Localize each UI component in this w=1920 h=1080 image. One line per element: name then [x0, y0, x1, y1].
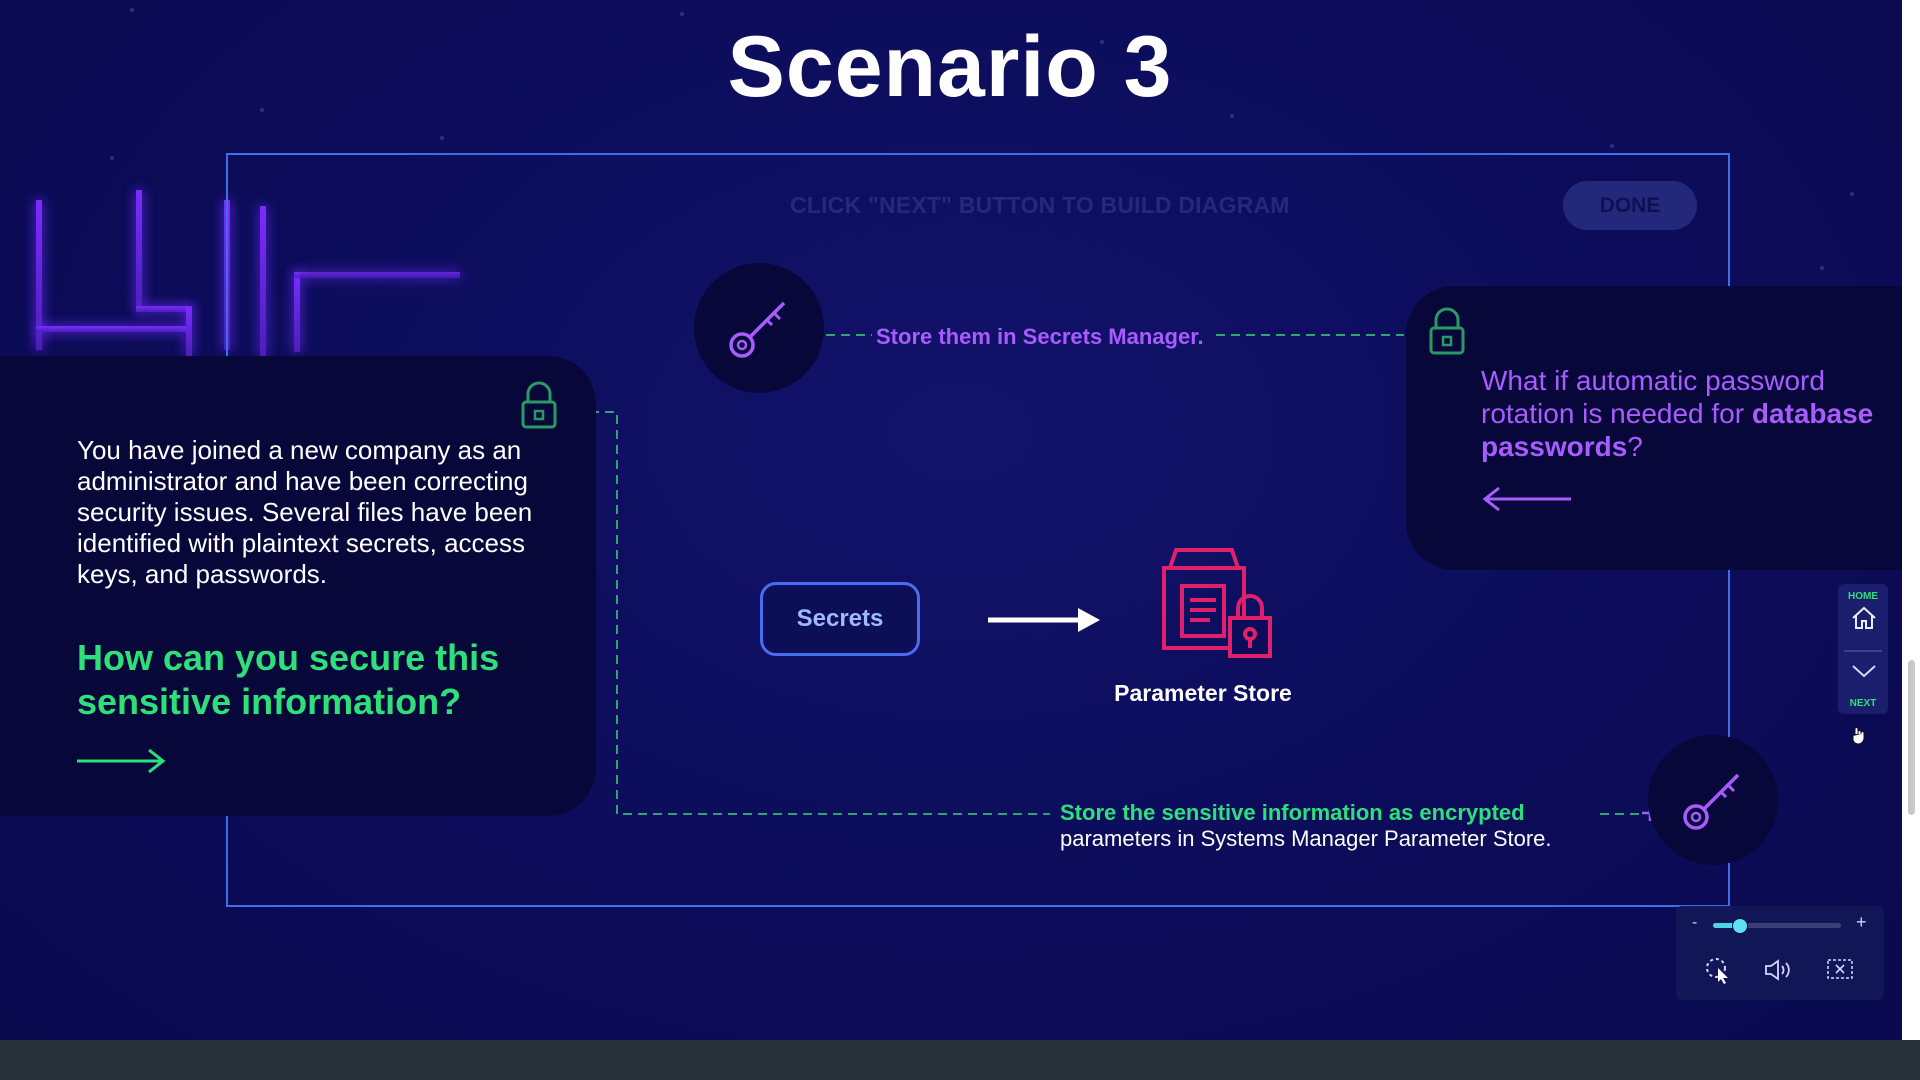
side-nav: HOME NEXT — [1838, 584, 1888, 714]
scrollbar-thumb[interactable] — [1908, 660, 1915, 815]
cursor-highlight-icon[interactable] — [1704, 956, 1732, 984]
mouse-cursor-icon — [1852, 727, 1865, 745]
volume-icon[interactable] — [1764, 958, 1796, 982]
build-instruction: CLICK "NEXT" BUTTON TO BUILD DIAGRAM — [790, 192, 1290, 218]
zoom-out-button[interactable]: - — [1692, 914, 1698, 931]
chevron-down-icon[interactable] — [1851, 664, 1877, 678]
page-title: Scenario 3 — [727, 19, 1173, 115]
parameter-store-callout: Store the sensitive information as encry… — [1060, 800, 1552, 851]
zoom-in-button[interactable]: + — [1856, 912, 1867, 932]
page-scrollbar[interactable] — [1902, 0, 1920, 1040]
bottom-bar — [0, 1040, 1920, 1080]
intro-card: You have joined a new company as an admi… — [0, 356, 596, 816]
player-controls: - + — [1676, 906, 1884, 1000]
parameter-store-key[interactable] — [1648, 735, 1778, 865]
secrets-node[interactable]: Secrets — [760, 582, 920, 656]
arrow-right-icon — [77, 748, 166, 774]
zoom-slider[interactable] — [1713, 918, 1841, 934]
home-label: HOME — [1848, 591, 1878, 602]
lock-icon — [1429, 307, 1465, 355]
zoom-slider-thumb[interactable] — [1731, 918, 1748, 934]
intro-text: You have joined a new company as an admi… — [77, 435, 533, 589]
key-icon — [1683, 773, 1740, 830]
parameter-store-label: Parameter Store — [1114, 680, 1292, 706]
secrets-manager-callout: Store them in Secrets Manager. — [876, 324, 1204, 349]
key-icon — [729, 301, 786, 358]
done-button[interactable]: DONE — [1563, 181, 1697, 230]
parameter-store-icon — [1162, 548, 1272, 658]
lock-icon — [521, 381, 557, 429]
next-button[interactable]: NEXT — [1849, 698, 1877, 709]
home-icon[interactable] — [1851, 606, 1877, 630]
rotation-card: What if automatic password rotation is n… — [1406, 286, 1920, 570]
zoom-slider-fill — [1713, 923, 1739, 928]
rotation-question: What if automatic password rotation is n… — [1481, 365, 1874, 462]
decorative-lines — [36, 200, 42, 350]
secrets-manager-key[interactable] — [694, 263, 824, 393]
intro-question: How can you secure this sensitive inform… — [77, 637, 500, 722]
close-captions-icon[interactable] — [1826, 958, 1854, 980]
arrow-left-icon — [1482, 486, 1571, 512]
